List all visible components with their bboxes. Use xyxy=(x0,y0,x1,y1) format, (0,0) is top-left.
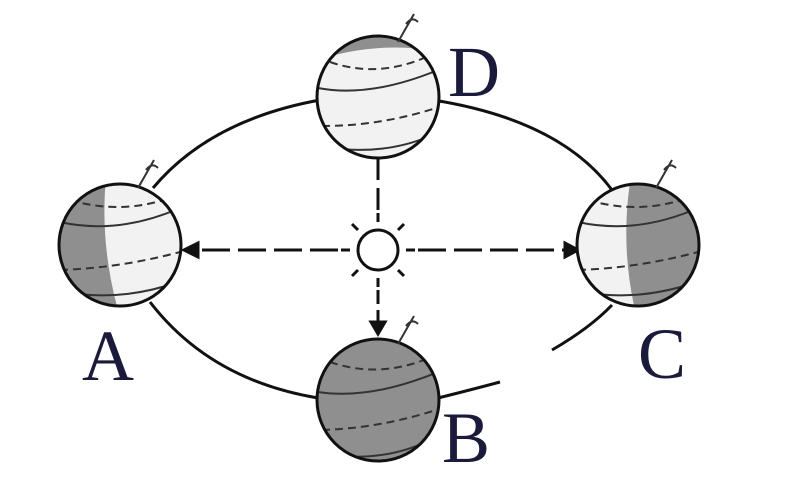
earth-axis-icon xyxy=(397,13,419,43)
earth-globe-b xyxy=(315,315,441,463)
earth-globe-c xyxy=(575,159,701,308)
label-a: A xyxy=(82,316,134,396)
earth-globe-d xyxy=(315,13,441,160)
label-b: B xyxy=(442,398,490,478)
orbit-path xyxy=(148,98,614,400)
earth-globe-a xyxy=(57,159,183,308)
earth-axis-icon xyxy=(397,315,419,345)
sun-icon xyxy=(341,213,415,287)
earth-axis-icon xyxy=(655,159,677,189)
label-d: D xyxy=(448,32,500,112)
label-c: C xyxy=(638,314,686,394)
earth-axis-icon xyxy=(137,159,159,189)
